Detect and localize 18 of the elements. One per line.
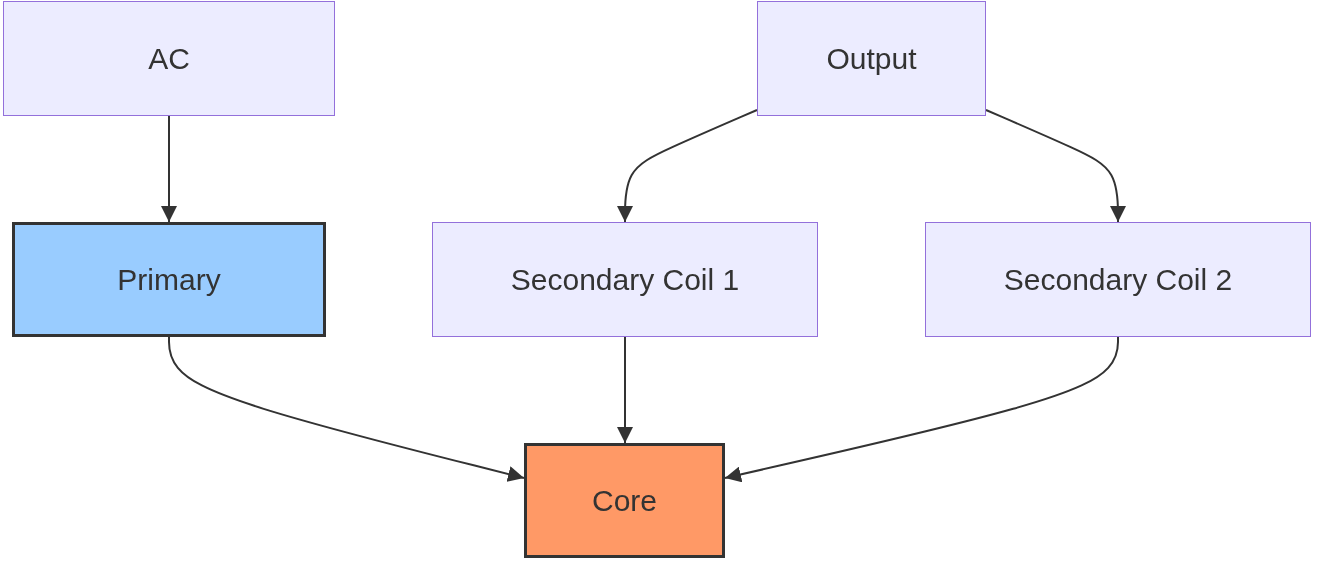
box-label: Output — [826, 41, 917, 76]
arrow — [168, 336, 525, 482]
arrow — [985, 109, 1126, 223]
box-label: Primary — [117, 262, 221, 297]
process-box — [757, 1, 986, 116]
arrow — [161, 115, 177, 223]
arrow — [724, 336, 1119, 483]
process-box — [524, 443, 725, 558]
arrow — [617, 336, 633, 444]
process-box — [925, 222, 1311, 337]
arrow — [617, 109, 758, 223]
process-box — [432, 222, 818, 337]
box-label: Core — [592, 483, 657, 518]
box-label: AC — [148, 41, 190, 76]
box-label: Secondary Coil 2 — [1003, 262, 1233, 297]
process-box — [12, 222, 326, 337]
process-box — [3, 1, 335, 116]
box-label: Secondary Coil 1 — [510, 262, 740, 297]
